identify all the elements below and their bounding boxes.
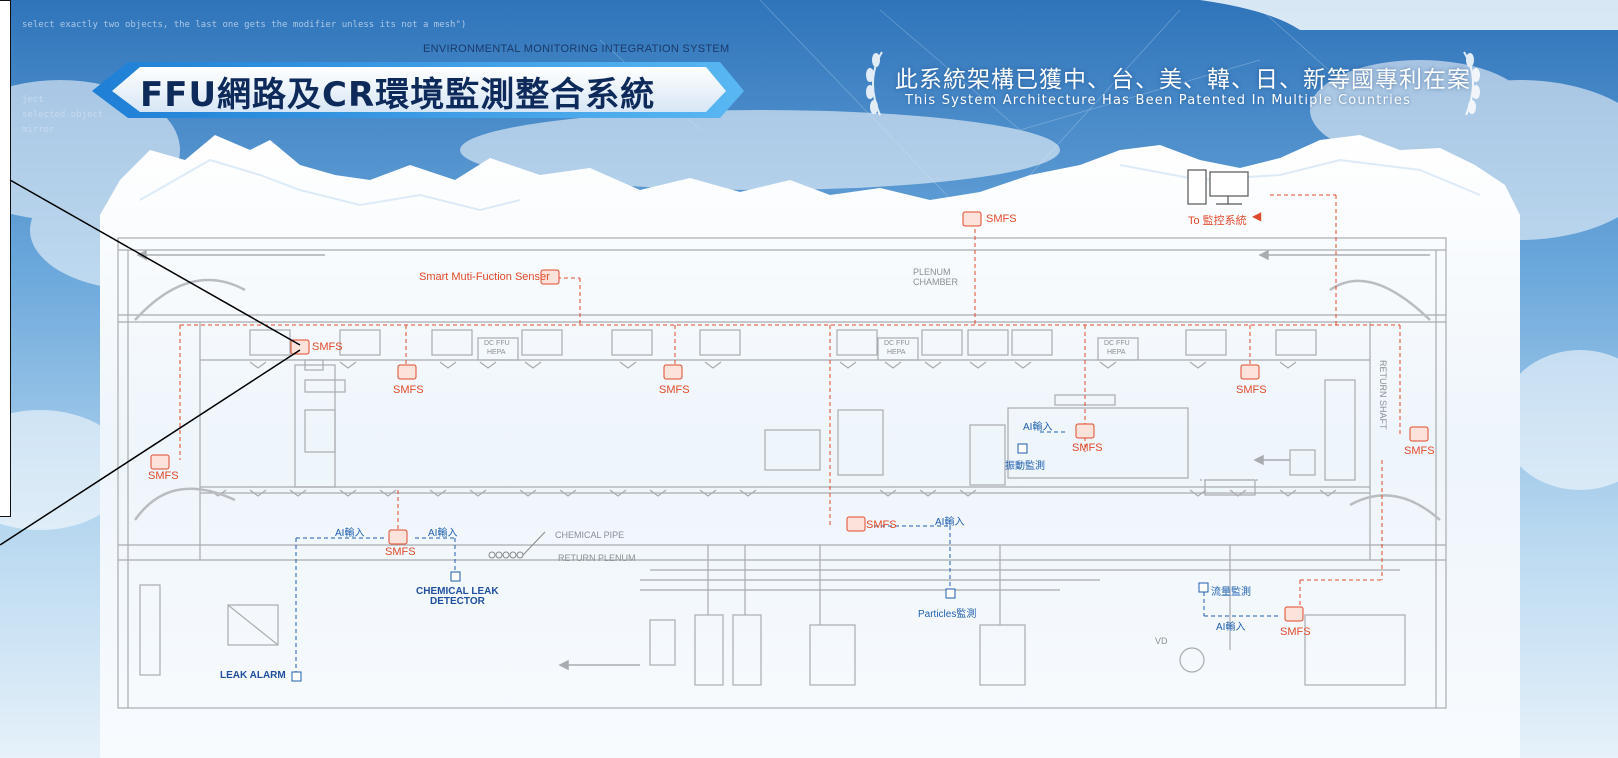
vibration-label: 振動監測: [1005, 461, 1045, 472]
smfs-label: SMFS: [866, 519, 897, 531]
callout-box: [0, 0, 11, 517]
flow-label: 流量監測: [1211, 587, 1251, 598]
plenum-chamber-label: CHAMBER: [913, 277, 959, 287]
code-line: mirror: [22, 125, 55, 135]
cleanroom-schematic: [117, 237, 1447, 709]
dc-ffu-label: DC FFU: [484, 340, 510, 347]
smfs-label: SMFS: [1280, 626, 1311, 638]
patent-notice-en: This System Architecture Has Been Patent…: [905, 93, 1412, 108]
hepa-label: HEPA: [1107, 349, 1126, 356]
vd-label: VD: [1155, 636, 1168, 646]
smfs-label: SMFS: [986, 213, 1017, 225]
chemical-pipe-label: CHEMICAL PIPE: [555, 530, 625, 540]
callout-pointer: [0, 179, 301, 546]
smfs-label: SMFS: [312, 341, 343, 353]
ai-input-label: AI輸入: [1023, 422, 1053, 433]
leak-alarm-label: LEAK ALARM: [220, 670, 286, 681]
plenum-label: PLENUM: [913, 267, 951, 277]
code-line: ject: [22, 95, 44, 105]
return-plenum-label: RETURN PLENUM: [558, 553, 636, 563]
smfs-label: SMFS: [1404, 445, 1435, 457]
patent-notice-zh: 此系統架構已獲中、台、美、韓、日、新等國專利在案: [895, 67, 1471, 93]
system-title: FFU網路及CR環境監測整合系統: [140, 75, 656, 115]
smfs-sensor-icons: [150, 211, 1429, 622]
ai-input-label: AI輸入: [1216, 622, 1246, 633]
dc-ffu-label: DC FFU: [1104, 340, 1130, 347]
code-snippet: select exactly two objects, the last one…: [22, 20, 467, 30]
smfs-label: SMFS: [1072, 442, 1103, 454]
ai-input-label: AI輸入: [428, 528, 458, 539]
smfs-label: SMFS: [148, 470, 179, 482]
arrow-left-icon: ◀: [1252, 209, 1262, 223]
computer-icon: [1187, 169, 1249, 205]
smart-sensor-label: Smart Muti-Fuction Senser: [419, 271, 550, 283]
smfs-label: SMFS: [385, 546, 416, 558]
dc-ffu-label: DC FFU: [884, 340, 910, 347]
to-monitor-label: To 監控系統: [1188, 215, 1247, 227]
smfs-label: SMFS: [1236, 384, 1267, 396]
hepa-label: HEPA: [887, 349, 906, 356]
smfs-label: SMFS: [393, 384, 424, 396]
smfs-label: SMFS: [659, 384, 690, 396]
particles-label: Particles監測: [918, 609, 977, 620]
ai-input-label: AI輸入: [935, 517, 965, 528]
system-subtitle: ENVIRONMENTAL MONITORING INTEGRATION SYS…: [423, 43, 730, 55]
chem-leak-detector-label: DETECTOR: [430, 596, 485, 607]
hepa-label: HEPA: [487, 349, 506, 356]
ai-input-label: AI輸入: [335, 528, 365, 539]
code-line: selected object: [22, 110, 104, 120]
return-shaft-label: RETURN SHAFT: [1378, 360, 1388, 430]
chem-leak-label: CHEMICAL LEAK: [416, 586, 499, 597]
